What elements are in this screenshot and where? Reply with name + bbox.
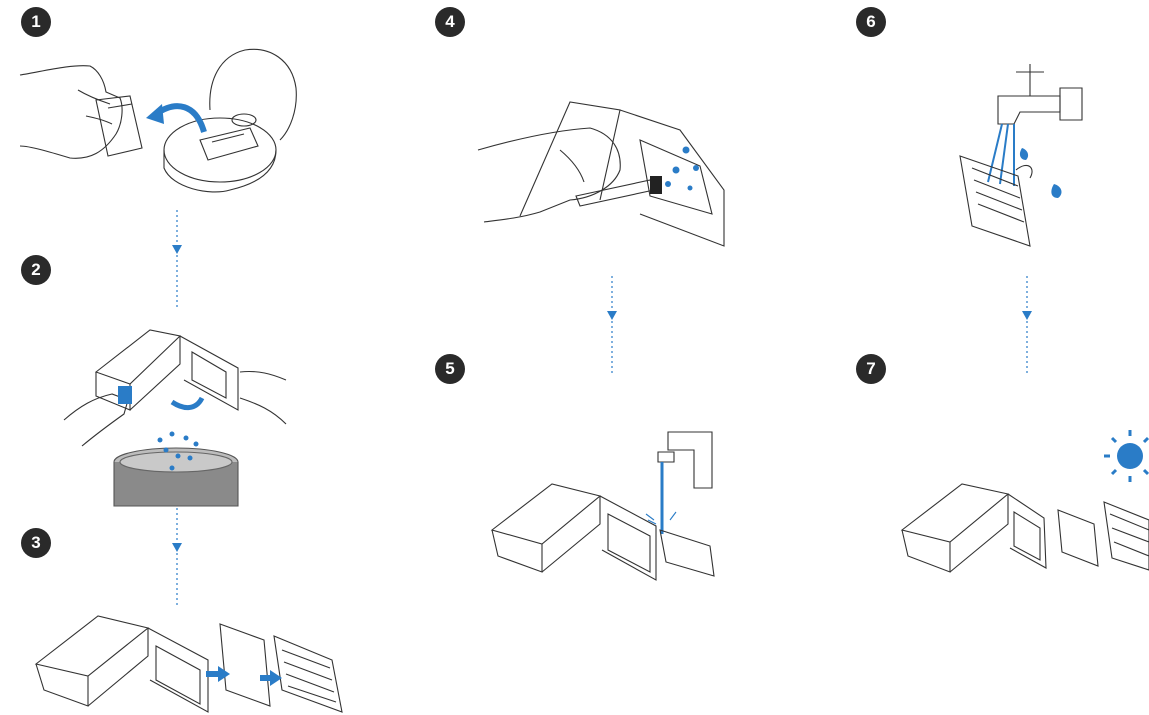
- step-7-illustration: [902, 430, 1149, 572]
- hand-icon: [240, 371, 286, 424]
- arrow-icon: [607, 311, 617, 320]
- arrow-icon: [172, 543, 182, 552]
- filter-icon: [274, 636, 342, 712]
- step-5-illustration: [492, 432, 714, 580]
- water-drop-icon: [1051, 184, 1061, 198]
- dustbin-icon: [96, 330, 238, 410]
- hand-icon: [478, 128, 620, 222]
- arrow-icon: [1022, 311, 1032, 320]
- water-drop-icon: [1020, 148, 1028, 160]
- faucet-icon: [998, 64, 1082, 124]
- filter-icon: [1058, 510, 1098, 566]
- step-3-illustration: [36, 616, 342, 712]
- sun-icon: [1104, 430, 1148, 482]
- dustbin-icon: [520, 102, 724, 246]
- dustbin-icon: [902, 484, 1046, 572]
- filter-icon: [220, 624, 270, 706]
- robot-vacuum-icon: [164, 49, 296, 192]
- arrow-icon: [172, 245, 182, 254]
- dustbin-icon: [36, 616, 208, 712]
- faucet-icon: [658, 432, 712, 488]
- filter-icon: [660, 530, 714, 576]
- step-4-illustration: [478, 102, 724, 246]
- dustbin-icon: [96, 96, 142, 156]
- dustbin-icon: [492, 484, 656, 580]
- brush-icon: [576, 176, 662, 206]
- step-1-illustration: [20, 49, 296, 192]
- filter-icon: [960, 156, 1030, 246]
- filter-icon: [1104, 502, 1149, 570]
- step-6-illustration: [960, 64, 1082, 246]
- hand-icon: [20, 66, 122, 159]
- step-2-illustration: [64, 330, 286, 506]
